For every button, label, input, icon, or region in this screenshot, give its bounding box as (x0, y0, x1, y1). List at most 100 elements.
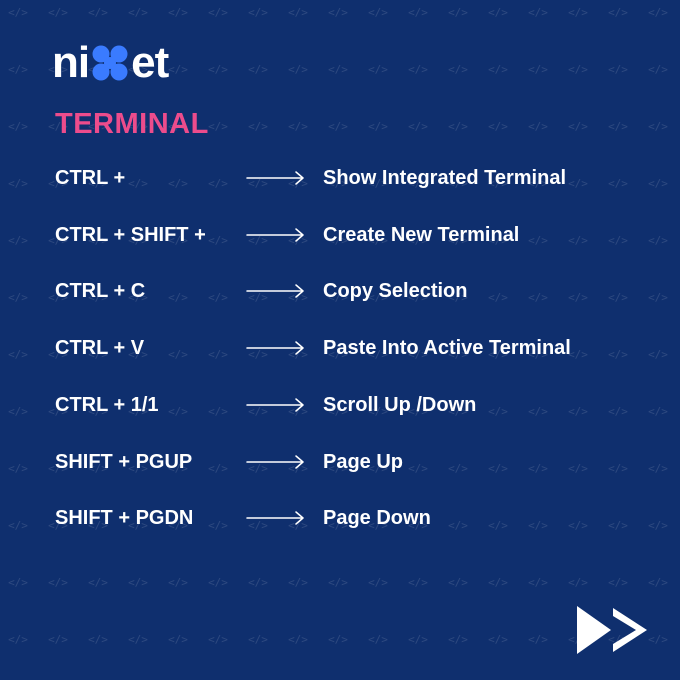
code-glyph: </> (208, 291, 228, 304)
code-glyph: </> (168, 63, 188, 76)
code-glyph: </> (168, 234, 188, 247)
code-glyph: </> (448, 519, 468, 532)
code-glyph: </> (608, 6, 628, 19)
code-glyph: </> (8, 348, 28, 361)
code-glyph: </> (608, 177, 628, 190)
code-glyph: </> (608, 576, 628, 589)
code-glyph: </> (408, 177, 428, 190)
code-glyph: </> (8, 63, 28, 76)
code-glyph: </> (368, 177, 388, 190)
code-glyph: </> (128, 63, 148, 76)
code-glyph: </> (208, 6, 228, 19)
code-glyph: </> (208, 576, 228, 589)
code-glyph: </> (8, 519, 28, 532)
code-glyph: </> (408, 291, 428, 304)
code-glyph: </> (288, 63, 308, 76)
code-glyph: </> (8, 576, 28, 589)
right-arrow-icon (246, 341, 304, 355)
shortcut-action: Scroll Up /Down (323, 394, 477, 416)
code-glyph: </> (168, 6, 188, 19)
code-glyph: </> (328, 462, 348, 475)
code-glyph: </> (368, 6, 388, 19)
code-glyph: </> (48, 633, 68, 646)
code-glyph: </> (488, 405, 508, 418)
code-glyph: </> (368, 633, 388, 646)
code-glyph: </> (568, 291, 588, 304)
code-glyph: </> (648, 576, 668, 589)
code-glyph: </> (128, 633, 148, 646)
code-glyph: </> (648, 633, 668, 646)
code-glyph: </> (368, 234, 388, 247)
code-glyph: </> (448, 234, 468, 247)
code-glyph: </> (368, 120, 388, 133)
code-glyph: </> (448, 63, 468, 76)
code-glyph: </> (48, 405, 68, 418)
code-glyph: </> (528, 291, 548, 304)
code-glyph: </> (488, 120, 508, 133)
code-glyph: </> (208, 177, 228, 190)
code-glyph: </> (528, 462, 548, 475)
code-glyph: </> (48, 462, 68, 475)
code-glyph: </> (608, 348, 628, 361)
code-glyph: </> (88, 120, 108, 133)
code-glyph: </> (408, 576, 428, 589)
code-glyph: </> (328, 405, 348, 418)
code-glyph: </> (648, 6, 668, 19)
code-glyph: </> (448, 348, 468, 361)
code-glyph: </> (48, 348, 68, 361)
code-glyph: </> (568, 405, 588, 418)
code-glyph: </> (568, 519, 588, 532)
code-glyph: </> (48, 120, 68, 133)
code-glyph: </> (128, 462, 148, 475)
code-glyph: </> (648, 348, 668, 361)
shortcut-keys: SHIFT + PGDN (55, 507, 194, 529)
code-glyph: </> (448, 177, 468, 190)
code-glyph: </> (608, 234, 628, 247)
code-glyph: </> (648, 291, 668, 304)
code-glyph: </> (488, 291, 508, 304)
brand-logo: ni et (52, 40, 169, 86)
code-glyph: </> (328, 576, 348, 589)
code-glyph: </> (528, 519, 548, 532)
code-glyph: </> (528, 63, 548, 76)
code-glyph: </> (88, 291, 108, 304)
code-glyph: </> (8, 6, 28, 19)
shortcut-row: SHIFT + PGUP Page Up (0, 446, 680, 478)
section-title: TERMINAL (55, 108, 209, 140)
code-glyph: </> (328, 519, 348, 532)
code-glyph: </> (208, 462, 228, 475)
code-glyph: </> (248, 177, 268, 190)
code-glyph: </> (128, 177, 148, 190)
shortcut-action: Page Up (323, 451, 404, 473)
code-glyph: </> (488, 177, 508, 190)
code-glyph: </> (528, 576, 548, 589)
code-glyph: </> (328, 348, 348, 361)
code-glyph: </> (568, 462, 588, 475)
code-glyph: </> (408, 405, 428, 418)
next-slide-button[interactable] (574, 603, 650, 657)
code-glyph: </> (608, 63, 628, 76)
code-glyph: </> (48, 177, 68, 190)
code-glyph: </> (128, 234, 148, 247)
code-glyph: </> (248, 291, 268, 304)
code-glyph: </> (488, 63, 508, 76)
shortcut-row: CTRL + 1/1 Scroll Up /Down (0, 389, 680, 421)
code-glyph: </> (168, 519, 188, 532)
code-glyph: </> (128, 291, 148, 304)
code-glyph: </> (568, 63, 588, 76)
shortcut-row: CTRL + SHIFT + Create New Terminal (0, 219, 680, 251)
code-glyph: </> (208, 63, 228, 76)
code-glyph: </> (408, 633, 428, 646)
code-glyph: </> (528, 234, 548, 247)
brand-logo-x-icon (92, 45, 128, 81)
code-glyph: </> (648, 63, 668, 76)
code-glyph: </> (168, 633, 188, 646)
code-glyph: </> (8, 120, 28, 133)
shortcut-action: Copy Selection (323, 280, 468, 302)
code-glyph: </> (608, 405, 628, 418)
code-glyph: </> (448, 462, 468, 475)
code-glyph: </> (288, 291, 308, 304)
code-glyph: </> (8, 462, 28, 475)
code-glyph: </> (488, 633, 508, 646)
